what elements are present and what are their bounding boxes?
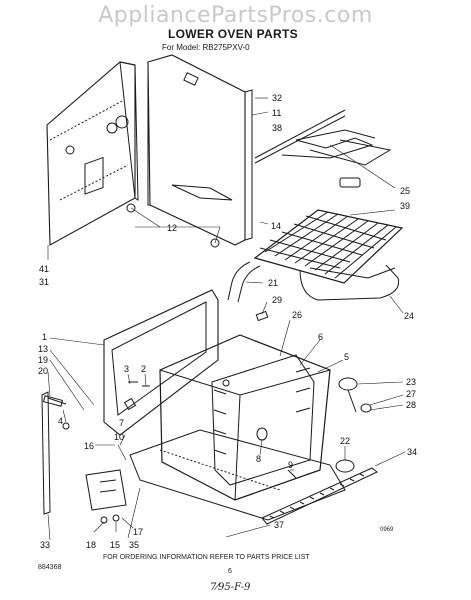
callout-4: 4 — [58, 416, 63, 426]
callout-12: 12 — [167, 223, 177, 233]
callout-5: 5 — [344, 352, 349, 362]
vent-tube — [227, 261, 269, 322]
handwritten-note: 7⁄95-F-9 — [210, 582, 251, 593]
callout-23: 23 — [406, 377, 416, 387]
drawing-code: 0969 — [380, 527, 394, 533]
page-number: 6 — [228, 568, 232, 575]
back-panel — [126, 54, 253, 248]
callout-28: 28 — [406, 400, 416, 410]
callout-7: 7 — [119, 418, 124, 428]
callout-6: 6 — [318, 332, 323, 342]
bottom-plate — [129, 429, 346, 521]
callout-26: 26 — [292, 310, 302, 320]
callout-13: 13 — [38, 344, 48, 354]
callout-10: 10 — [114, 432, 124, 442]
front-frame — [103, 289, 219, 436]
callout-35: 35 — [129, 540, 139, 550]
callout-9: 9 — [288, 460, 293, 470]
callout-numbers: 32 11 38 25 39 14 12 41 31 21 29 24 1 13… — [38, 93, 417, 550]
callout-34: 34 — [407, 447, 417, 457]
callout-24: 24 — [404, 311, 414, 321]
callout-1: 1 — [42, 332, 47, 342]
side-trim — [41, 391, 51, 515]
broil-element — [254, 109, 392, 188]
leader-lines — [47, 97, 406, 541]
bake-element — [299, 264, 400, 301]
callout-31: 31 — [39, 277, 49, 287]
callout-18: 18 — [86, 540, 96, 550]
callout-33: 33 — [40, 540, 50, 550]
callout-2: 2 — [141, 364, 146, 374]
callout-14: 14 — [271, 221, 281, 231]
back-insulation-panel — [46, 61, 139, 246]
callout-39: 39 — [400, 201, 410, 211]
callout-25: 25 — [400, 186, 410, 196]
ordering-note: FOR ORDERING INFORMATION REFER TO PARTS … — [103, 554, 310, 561]
callout-41: 41 — [39, 264, 49, 274]
watermark: AppliancePartsPros.com — [98, 3, 373, 28]
callout-22: 22 — [340, 436, 350, 446]
callout-3: 3 — [124, 364, 129, 374]
callout-17: 17 — [133, 527, 143, 537]
oven-cavity — [159, 334, 331, 501]
callout-20: 20 — [38, 366, 48, 376]
callout-11: 11 — [272, 108, 281, 118]
callout-15: 15 — [110, 540, 120, 550]
callout-21: 21 — [268, 278, 278, 288]
callout-27: 27 — [406, 389, 416, 399]
page-title: LOWER OVEN PARTS — [168, 27, 298, 41]
callout-8: 8 — [256, 454, 261, 464]
vent-trim — [261, 467, 378, 525]
callout-38: 38 — [272, 123, 282, 133]
callout-19: 19 — [38, 355, 48, 365]
callout-16: 16 — [84, 441, 94, 451]
oven-rack — [253, 209, 404, 284]
callout-32: 32 — [272, 93, 282, 103]
callout-29: 29 — [272, 295, 282, 305]
callout-37: 37 — [274, 520, 284, 530]
document-number: 884368 — [38, 564, 62, 571]
model-subtitle: For Model: RB275PXV-0 — [162, 43, 250, 52]
